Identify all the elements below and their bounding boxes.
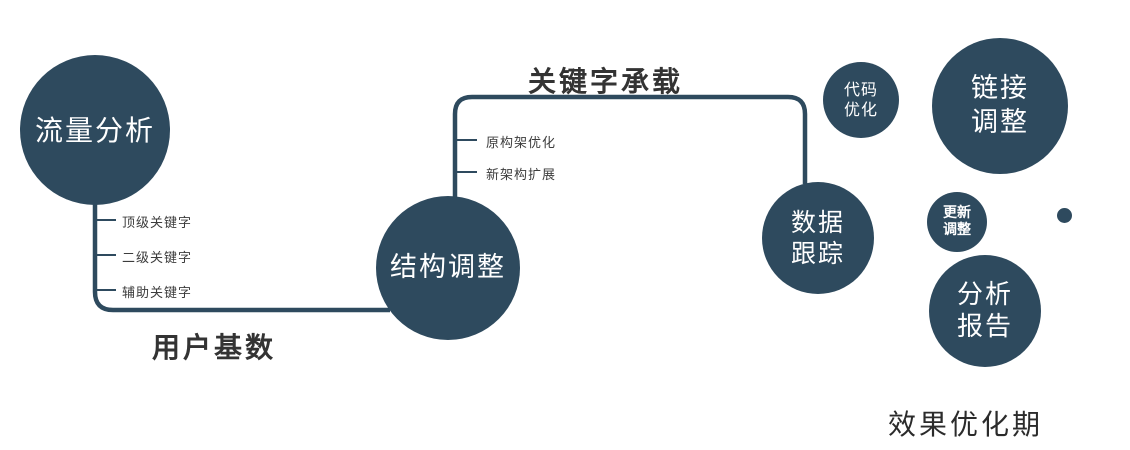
- structure-tick-marks: [455, 139, 477, 173]
- node-code-optimization: 代码 优化: [823, 62, 899, 138]
- bullet-dot: [1057, 208, 1072, 223]
- node-link-adjustment: 链接 调整: [932, 38, 1068, 174]
- node-data-tracking: 数据 跟踪: [762, 182, 874, 294]
- node-structure-adjust: 结构调整: [376, 196, 520, 340]
- footer-phase-label: 效果优化期: [888, 408, 1044, 441]
- edge-label-keyword-carry: 关键字承载: [528, 65, 684, 98]
- edge-label-user-base: 用户基数: [152, 331, 277, 364]
- traffic-tick-marks: [95, 219, 116, 291]
- tick-label-original-framework: 原构架优化: [486, 136, 557, 151]
- node-analysis-report: 分析 报告: [929, 255, 1041, 367]
- node-traffic-analysis: 流量分析: [20, 55, 170, 205]
- tick-label-secondary-keywords: 二级关键字: [122, 251, 193, 266]
- node-update-adjustment: 更新 调整: [927, 192, 987, 252]
- tick-label-new-framework: 新架构扩展: [486, 168, 557, 183]
- tick-label-top-keywords: 顶级关键字: [122, 216, 193, 231]
- tick-label-auxiliary-keywords: 辅助关键字: [122, 286, 193, 301]
